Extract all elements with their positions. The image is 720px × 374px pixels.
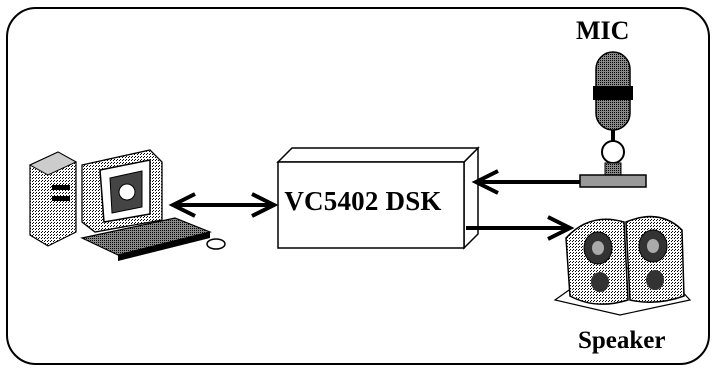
microphone-icon xyxy=(580,52,646,187)
dsk-label: VC5402 DSK xyxy=(284,186,457,225)
speaker-label: Speaker xyxy=(578,327,666,355)
dsk-to-speaker-arrow xyxy=(466,217,570,239)
speakers-icon xyxy=(555,217,690,315)
bidirectional-arrow xyxy=(173,194,274,216)
dsk-box: VC5402 DSK xyxy=(278,162,464,248)
mic-label: MIC xyxy=(576,16,629,46)
mic-to-dsk-arrow xyxy=(476,171,580,193)
